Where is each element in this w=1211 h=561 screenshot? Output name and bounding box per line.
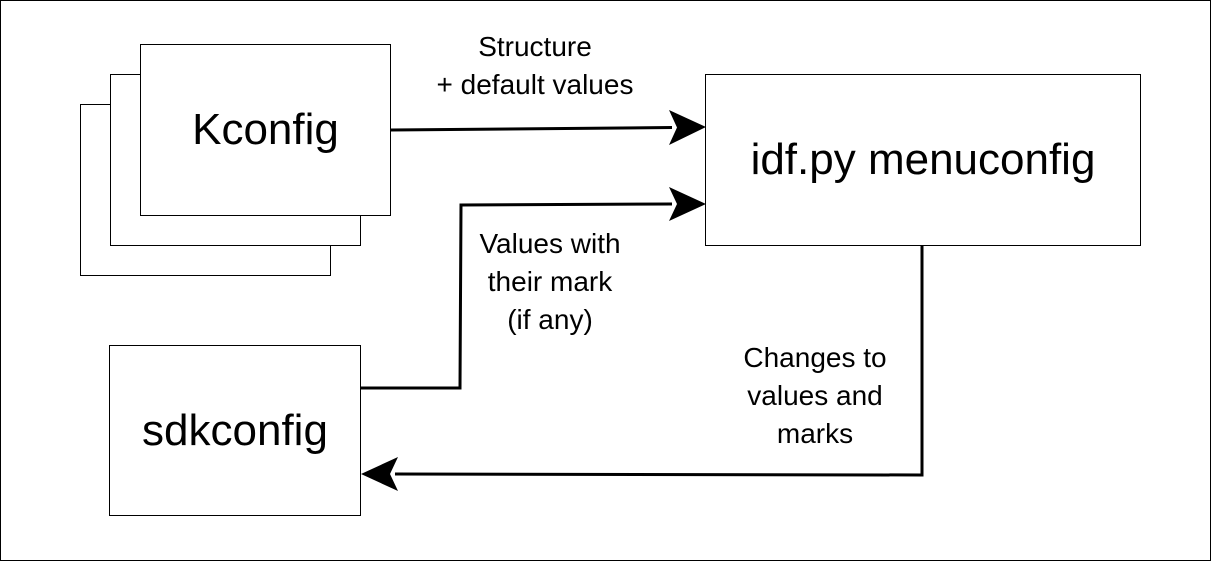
edge-label-line: Values with (479, 228, 621, 259)
menuconfig-box: idf.py menuconfig (705, 74, 1141, 246)
edge-label-line: Changes to (743, 342, 887, 373)
edge-label-line: + default values (436, 69, 634, 100)
edge-label-structure: Structure + default values (400, 28, 670, 104)
edge-label-line: marks (776, 418, 854, 449)
edge-label-changes: Changes to values and marks (700, 339, 930, 453)
edge-label-values-with-mark: Values with their mark (if any) (440, 225, 660, 339)
edge-label-line: (if any) (507, 304, 593, 335)
sdkconfig-label: sdkconfig (142, 405, 328, 455)
kconfig-box: Kconfig (140, 44, 391, 216)
kconfig-label: Kconfig (192, 105, 339, 154)
edge-label-line: their mark (487, 266, 613, 297)
edge-label-line: Structure (478, 31, 592, 62)
menuconfig-label: idf.py menuconfig (750, 135, 1096, 184)
edge-label-line: values and (747, 380, 883, 411)
sdkconfig-box: sdkconfig (109, 345, 361, 516)
